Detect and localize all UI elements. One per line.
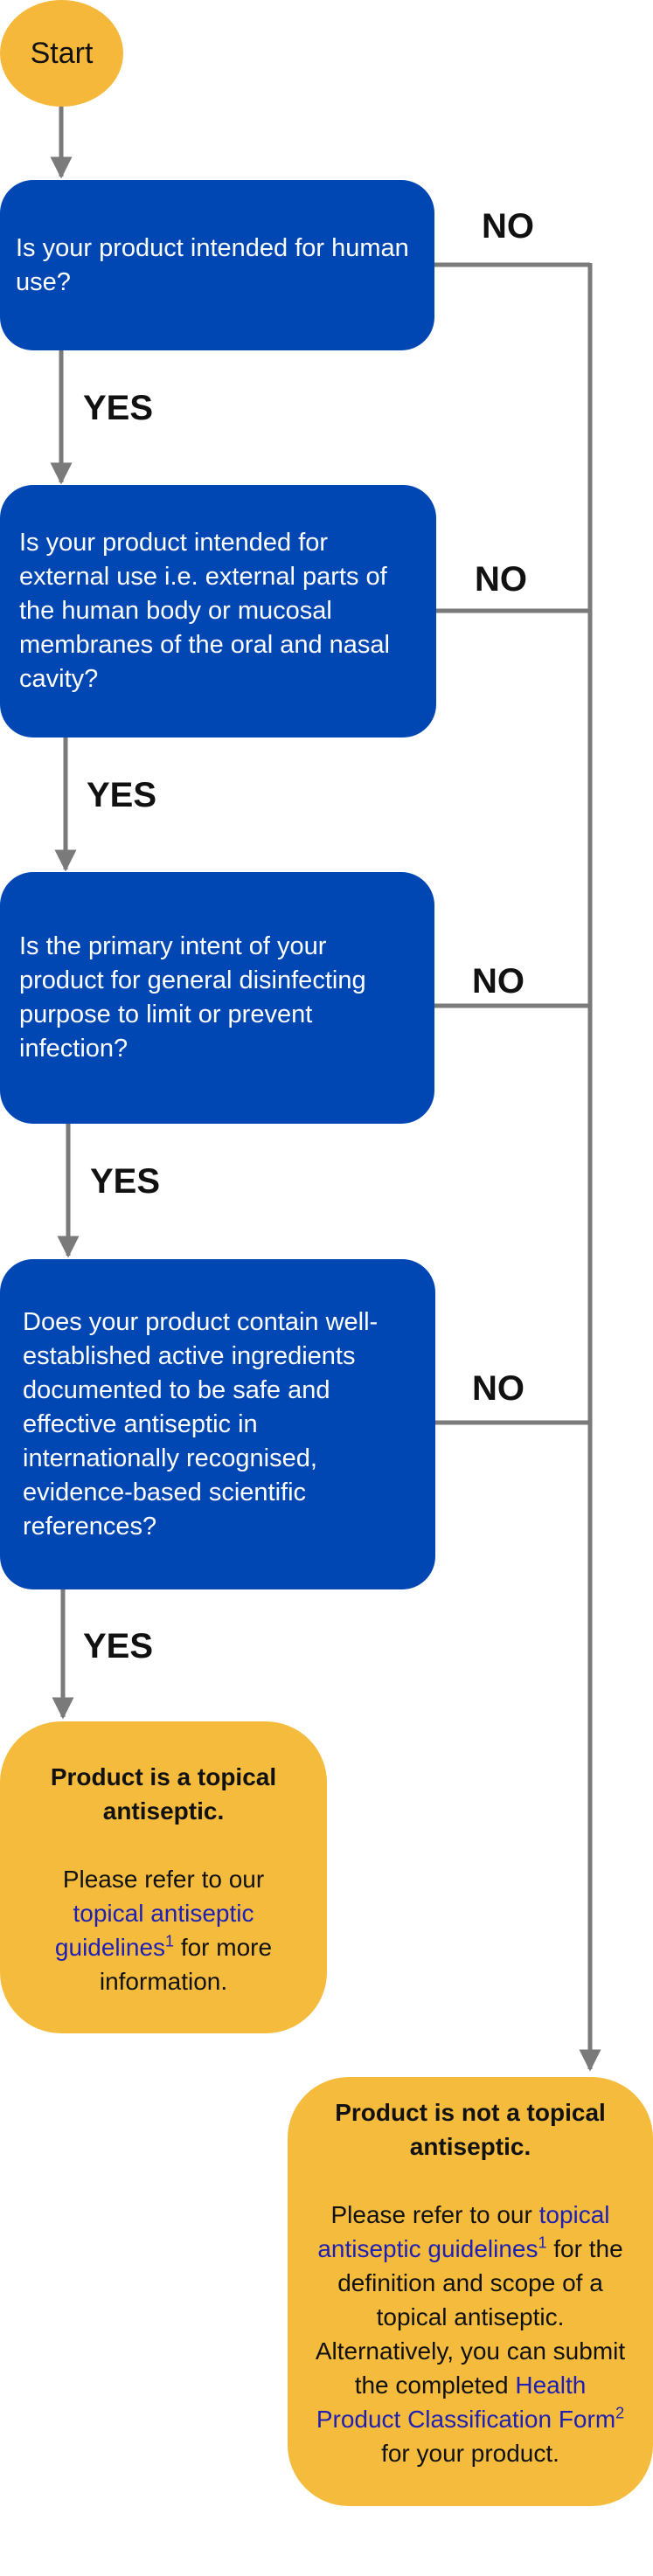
- footnote-2-marker: 2: [615, 2404, 625, 2422]
- no-label-external-use: NO: [475, 560, 527, 599]
- yes-label-active-ingredients: YES: [83, 1627, 154, 1665]
- result-no-title: Product is not a topical antiseptic.: [335, 2099, 606, 2160]
- topical-antiseptic-guidelines-link-2[interactable]: topical antiseptic guidelines: [317, 2201, 610, 2262]
- question-box-human-use: Is your product intended for human use?: [0, 180, 434, 350]
- question-text-human-use: Is your product intended for human use?: [16, 233, 409, 296]
- result-no-text-1: Please refer to our: [330, 2201, 539, 2228]
- no-label-active-ingredients: NO: [472, 1369, 524, 1408]
- question-text-external-use: Is your product intended for external us…: [19, 529, 390, 693]
- question-text-disinfecting-intent: Is the primary intent of your product fo…: [19, 932, 366, 1063]
- result-no-text-3: for your product.: [381, 2440, 559, 2467]
- yes-label-external-use: YES: [87, 776, 157, 814]
- topical-antiseptic-guidelines-link[interactable]: topical antiseptic guidelines: [54, 1900, 254, 1961]
- result-not-topical-antiseptic: Product is not a topical antiseptic. Ple…: [288, 2077, 653, 2506]
- question-box-disinfecting-intent: Is the primary intent of your product fo…: [0, 872, 434, 1124]
- result-yes-text-end: for more information.: [99, 1934, 273, 1995]
- health-product-classification-form-link[interactable]: Health Product Classification Form: [316, 2372, 616, 2433]
- yes-label-disinfecting-intent: YES: [90, 1162, 161, 1201]
- question-box-active-ingredients: Does your product contain well-establish…: [0, 1259, 435, 1589]
- no-label-disinfecting-intent: NO: [472, 962, 524, 1001]
- yes-label-human-use: YES: [83, 389, 154, 427]
- result-no-text-2: for the definition and scope of a topica…: [315, 2235, 626, 2399]
- result-yes-text: Please refer to our: [62, 1866, 265, 1893]
- start-label: Start: [30, 36, 94, 70]
- result-yes-title: Product is a topical antiseptic.: [50, 1763, 277, 1825]
- footnote-1-marker-2: 1: [538, 2233, 547, 2252]
- result-topical-antiseptic: Product is a topical antiseptic. Please …: [0, 1721, 327, 2033]
- no-label-human-use: NO: [482, 207, 534, 246]
- footnote-1-marker: 1: [165, 1932, 175, 1950]
- question-box-external-use: Is your product intended for external us…: [0, 485, 436, 737]
- question-text-active-ingredients: Does your product contain well-establish…: [23, 1307, 379, 1541]
- start-node: Start: [0, 0, 123, 107]
